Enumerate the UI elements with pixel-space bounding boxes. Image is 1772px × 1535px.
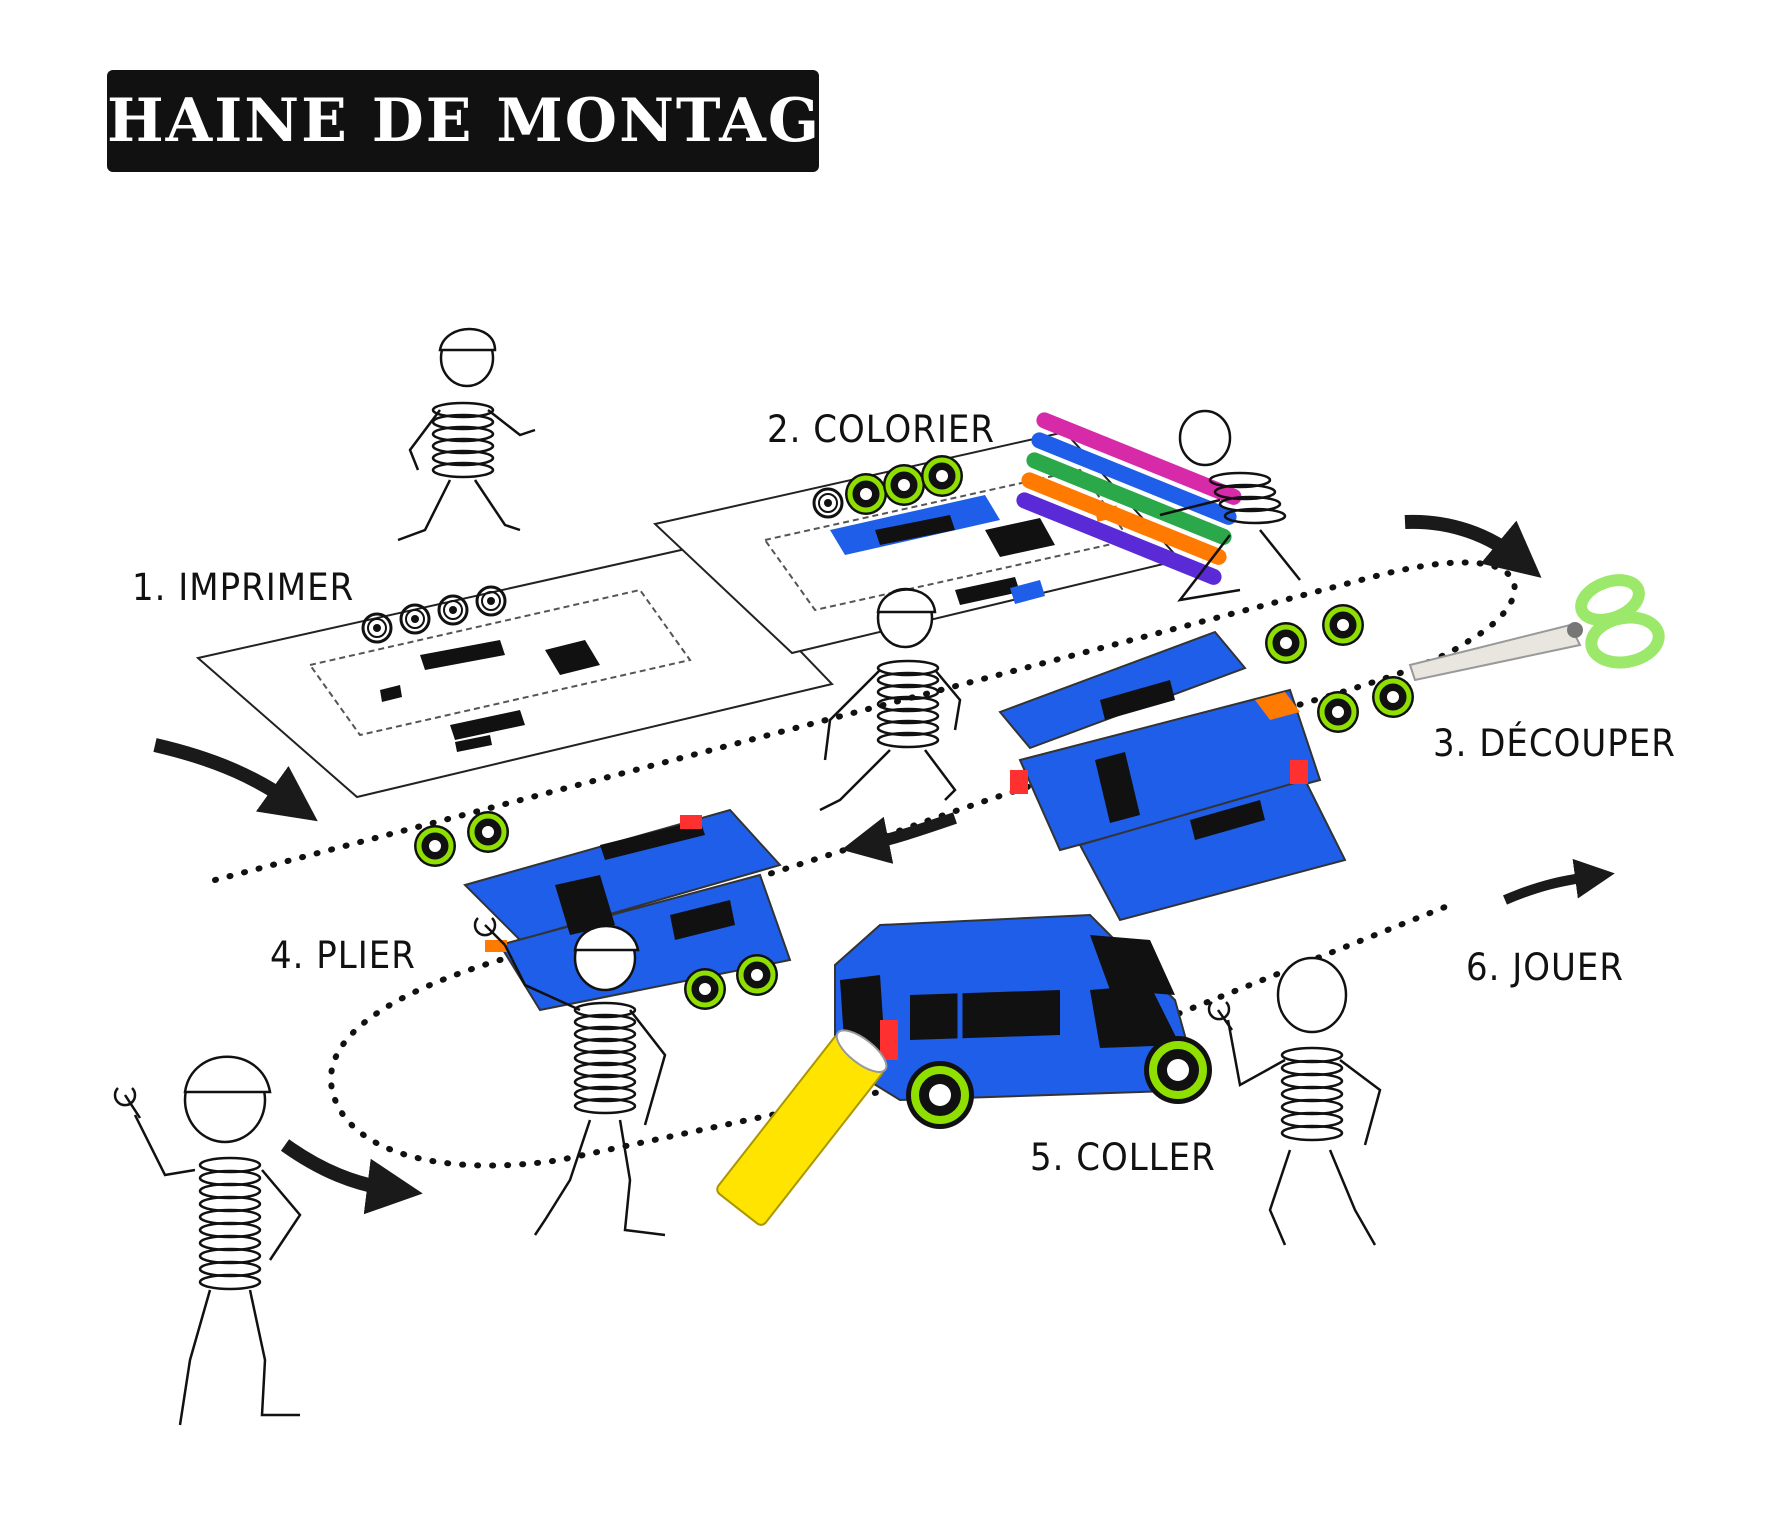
folding-van <box>414 810 792 1010</box>
felt-pens-icon <box>1016 412 1242 585</box>
assembly-path <box>212 559 1518 1169</box>
arrow-icon <box>1404 514 1542 578</box>
arrow-icon <box>1503 858 1615 905</box>
glue-stick-icon <box>716 1029 888 1226</box>
hard-hat-icon <box>876 588 937 614</box>
cut-pieces <box>998 604 1414 922</box>
stick-worker <box>397 327 536 542</box>
arrow-icon <box>841 812 957 864</box>
stick-worker <box>473 917 667 1237</box>
hard-hat-icon <box>438 327 497 352</box>
arrow-icon <box>280 1139 423 1215</box>
wrench-icon <box>113 1087 142 1119</box>
arrow-icon <box>153 738 318 822</box>
title-banner: CHAINE DE MONTAGE <box>57 70 867 172</box>
step-label-print: 1. IMPRIMER <box>132 566 355 610</box>
assembled-van <box>834 913 1212 1129</box>
step-label-cut: 3. DÉCOUPER <box>1433 722 1676 766</box>
scissors-icon <box>1408 574 1665 682</box>
step-label-glue: 5. COLLER <box>1030 1136 1216 1180</box>
step-label-fold: 4. PLIER <box>270 934 416 978</box>
stick-worker <box>113 1055 302 1426</box>
step-label-play: 6. JOUER <box>1466 946 1625 990</box>
stick-worker <box>1207 956 1382 1246</box>
hard-hat-icon <box>573 924 640 952</box>
wrench-icon <box>1207 1001 1234 1031</box>
printed-template-sheet <box>195 544 834 799</box>
stick-worker <box>1159 409 1301 602</box>
hard-hat-icon <box>183 1055 272 1094</box>
wrench-icon <box>473 917 506 946</box>
stick-worker <box>819 587 962 812</box>
step-label-color: 2. COLORIER <box>767 408 995 452</box>
page-title: CHAINE DE MONTAGE <box>57 86 869 156</box>
